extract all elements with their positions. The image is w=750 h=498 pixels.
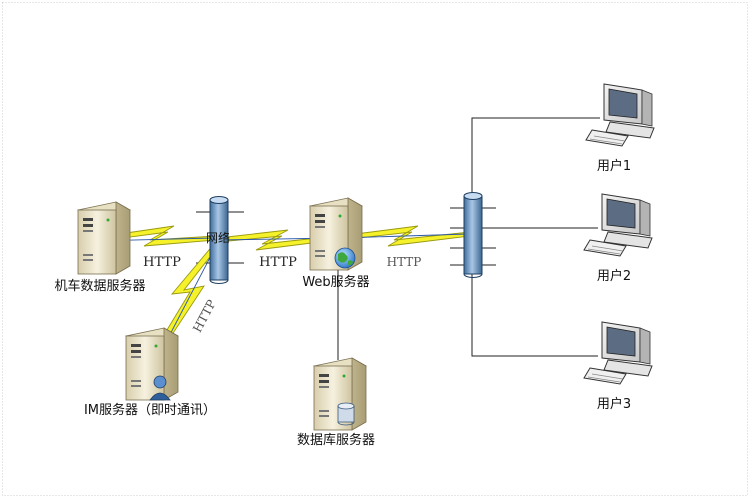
globe-icon [334,247,356,269]
http-label-left: HTTP [143,255,181,270]
im-server-icon [125,327,179,401]
user2-label: 用户2 [597,268,631,284]
user1-label: 用户1 [597,158,631,174]
locomotive-server-label: 机车数据服务器 [54,278,145,294]
database-server-icon [313,357,367,431]
im-server-label: IM服务器（即时通讯） [84,402,216,418]
http-label-im: HTTP [190,297,219,334]
database-icon [337,402,355,426]
http-label-users: HTTP [387,255,422,269]
user3-computer-icon [583,321,653,385]
database-server-label: 数据库服务器 [297,432,375,448]
wired-links [337,117,600,360]
network-pipe-right [463,192,483,278]
locomotive-data-server-icon [77,201,131,275]
user3-label: 用户3 [597,396,631,412]
user2-computer-icon [583,193,653,257]
signal-lines [93,233,469,347]
http-label-web: HTTP [259,255,297,270]
network-pipe-left [209,196,229,284]
user-icon [149,375,171,401]
network-label: 网络 [206,230,230,245]
web-server-label: Web服务器 [302,274,369,290]
user1-computer-icon [585,83,655,147]
